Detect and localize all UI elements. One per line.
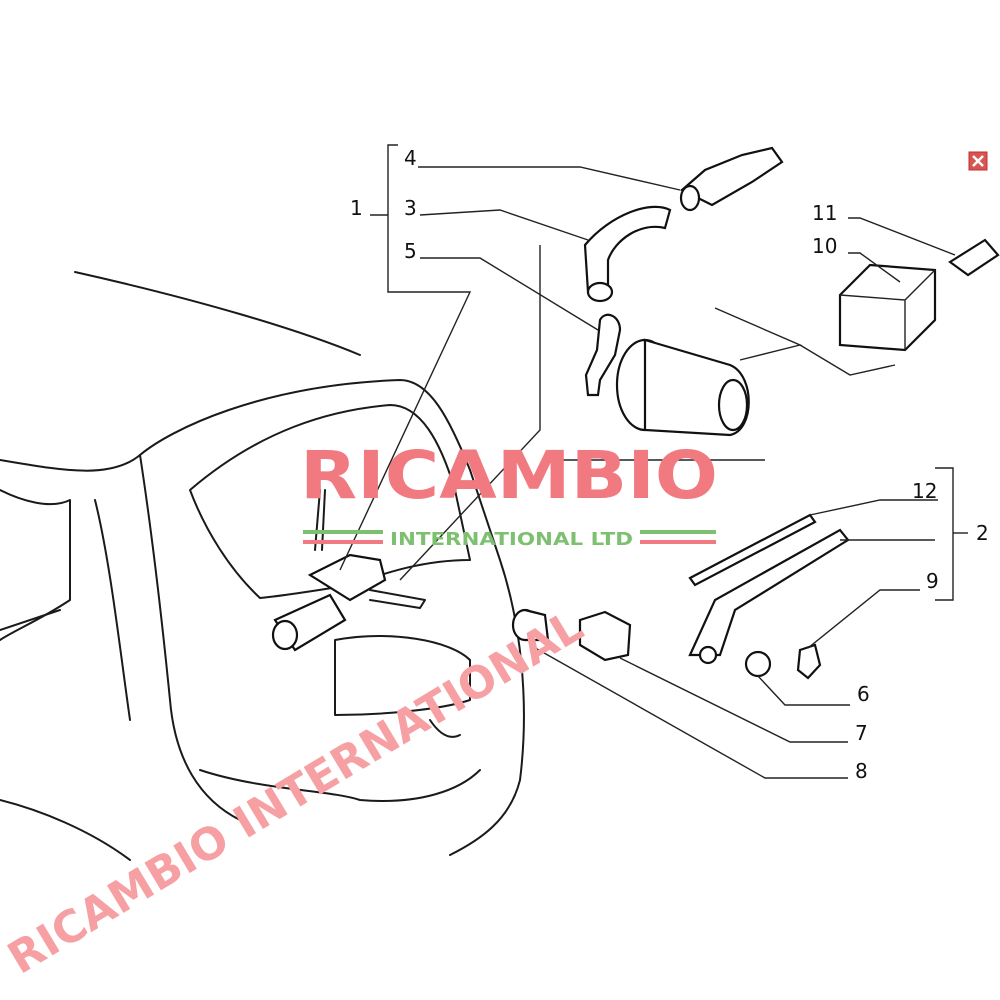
watermark-brand: RICAMBIO xyxy=(300,437,718,514)
close-icon[interactable] xyxy=(968,151,988,171)
part-11-terminal xyxy=(848,217,1000,277)
callout-11: 11 xyxy=(812,201,837,225)
callout-10: 10 xyxy=(812,234,837,258)
watermark-diagonal: RICAMBIO INTERNATIONAL xyxy=(0,601,592,985)
callout-7: 7 xyxy=(855,721,868,745)
part-4-connector xyxy=(418,146,784,212)
part-2-wiper-arm xyxy=(688,528,935,665)
callout-8: 8 xyxy=(855,759,868,783)
rear-wiper-motor-installed xyxy=(271,489,426,652)
callout-5: 5 xyxy=(404,239,417,263)
watermark-logo: RICAMBIO INTERNATIONAL RICAMBIO INTERNAT… xyxy=(0,437,718,984)
part-7-grommet xyxy=(578,610,848,743)
part-12-wiper-blade xyxy=(688,499,938,587)
part-9-cap xyxy=(796,589,920,680)
callout-9: 9 xyxy=(926,569,939,593)
part-3-hose xyxy=(419,205,672,303)
callout-4: 4 xyxy=(404,146,417,170)
car-rear-outline xyxy=(0,271,525,861)
part-5-washer-pump xyxy=(420,257,896,437)
callout-3: 3 xyxy=(404,196,417,220)
part-6-nut xyxy=(744,650,850,706)
callout-2: 2 xyxy=(976,521,989,545)
callout-12: 12 xyxy=(912,479,937,503)
part-8-bushing xyxy=(511,608,848,779)
watermark-subtitle: INTERNATIONAL LTD xyxy=(390,529,633,550)
part-10-connector xyxy=(838,252,937,352)
group-bracket-2 xyxy=(935,467,968,601)
callout-6: 6 xyxy=(857,682,870,706)
callout-1: 1 xyxy=(350,196,363,220)
group-bracket-1 xyxy=(339,144,765,581)
